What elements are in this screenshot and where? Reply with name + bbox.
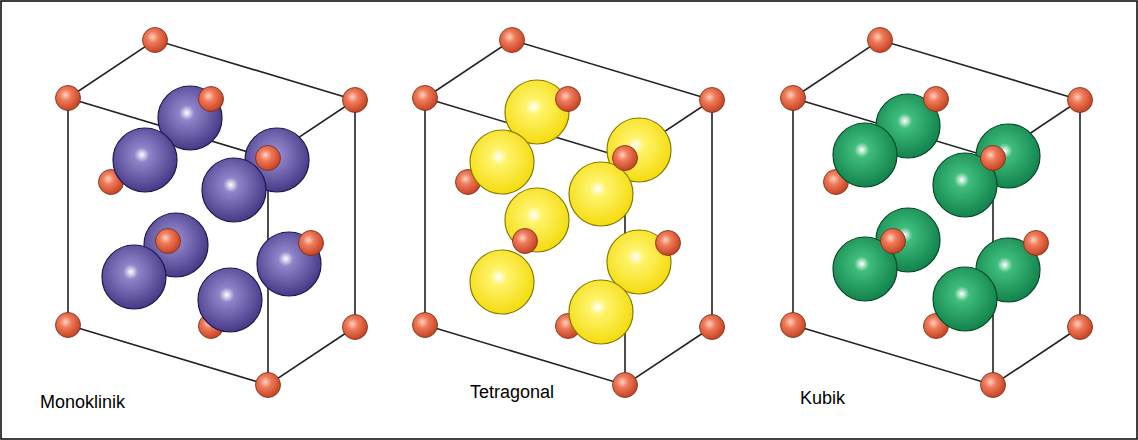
structure-label: Kubik: [800, 388, 845, 409]
structure-label: Tetragonal: [470, 382, 554, 403]
label-holder: Kubik: [800, 388, 845, 409]
monoclinic-cell: [56, 28, 368, 398]
label-holder: Monoklinik: [40, 392, 125, 413]
label-holder: Tetragonal: [470, 382, 554, 403]
structure-label: Monoklinik: [40, 392, 125, 413]
tetragonal-cell: [413, 28, 725, 398]
cubic-cell: [781, 28, 1093, 398]
